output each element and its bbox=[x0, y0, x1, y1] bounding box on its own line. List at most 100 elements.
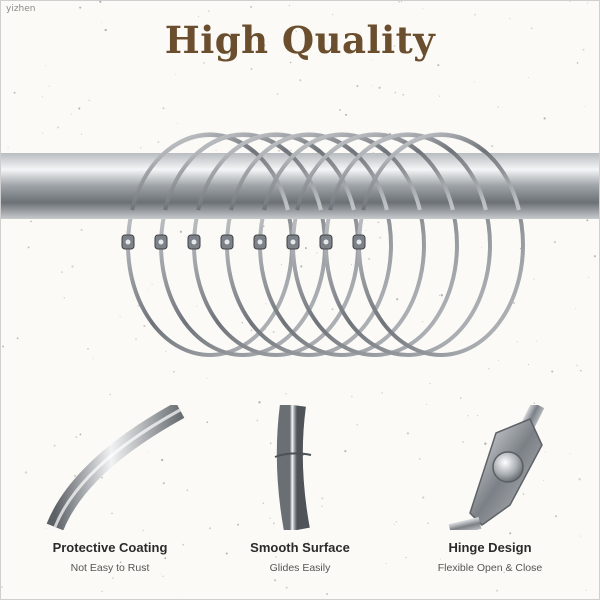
ring-seam-image bbox=[274, 405, 312, 530]
speckle-dot bbox=[162, 107, 165, 110]
speckle-dot bbox=[392, 4, 394, 6]
feature-smooth-surface: Smooth Surface Glides Easily bbox=[200, 540, 400, 574]
speckle-dot bbox=[179, 230, 183, 233]
speckle-dot bbox=[41, 96, 43, 98]
speckle-dot bbox=[2, 345, 5, 348]
watermark: yizhen bbox=[6, 4, 36, 14]
speckle-dot bbox=[533, 402, 536, 404]
speckle-dot bbox=[569, 453, 571, 455]
speckle-dot bbox=[400, 1, 403, 3]
speckle-dot bbox=[53, 444, 56, 447]
speckle-dot bbox=[273, 579, 277, 582]
speckle-dot bbox=[356, 85, 359, 87]
speckle-dot bbox=[164, 557, 167, 560]
speckle-dot bbox=[274, 137, 276, 139]
speckle-dot bbox=[462, 440, 465, 443]
speckle-dot bbox=[351, 395, 353, 398]
speckle-dot bbox=[512, 301, 515, 305]
speckle-dot bbox=[276, 93, 279, 95]
speckle-dot bbox=[418, 458, 421, 460]
speckle-dot bbox=[250, 6, 252, 8]
speckle-dot bbox=[527, 364, 530, 366]
speckle-dot bbox=[161, 458, 164, 462]
speckle-dot bbox=[299, 79, 302, 82]
speckle-dot bbox=[78, 107, 81, 110]
speckle-dot bbox=[79, 6, 82, 9]
speckle-dot bbox=[257, 551, 259, 553]
feature-protective-coating: Protective Coating Not Easy to Rust bbox=[10, 540, 210, 574]
speckle-dot bbox=[176, 122, 178, 124]
speckle-dot bbox=[576, 62, 579, 64]
speckle-dot bbox=[258, 401, 261, 404]
speckle-dot bbox=[186, 489, 189, 491]
speckle-dot bbox=[165, 350, 167, 352]
speckle-dot bbox=[80, 228, 83, 232]
speckle-dot bbox=[135, 338, 137, 341]
speckle-dot bbox=[79, 433, 82, 436]
speckle-dot bbox=[519, 247, 522, 250]
speckle-dot bbox=[143, 568, 145, 570]
speckle-dot bbox=[208, 10, 210, 12]
speckle-dot bbox=[344, 449, 347, 453]
feature-title: Hinge Design bbox=[448, 540, 532, 555]
speckle-dot bbox=[265, 303, 267, 305]
feature-subtitle: Not Easy to Rust bbox=[70, 562, 150, 574]
speckle-dot bbox=[206, 377, 208, 379]
speckle-dot bbox=[104, 28, 107, 32]
speckle-dot bbox=[92, 358, 94, 360]
speckle-dot bbox=[543, 117, 546, 120]
speckle-dot bbox=[45, 65, 47, 67]
speckle-dot bbox=[203, 61, 205, 64]
speckle-dot bbox=[162, 575, 164, 578]
speckle-dot bbox=[422, 8, 424, 10]
speckle-dot bbox=[497, 106, 499, 108]
hinge-rivet bbox=[158, 239, 164, 245]
speckle-dot bbox=[295, 30, 298, 32]
speckle-dot bbox=[7, 146, 9, 148]
page-title: High Quality bbox=[164, 18, 436, 62]
speckle-dot bbox=[280, 263, 283, 266]
speckle-dot bbox=[316, 565, 318, 567]
speckle-dot bbox=[503, 571, 505, 574]
speckle-dot bbox=[394, 91, 397, 94]
curtain-ring-top bbox=[361, 132, 521, 211]
speckle-dot bbox=[73, 474, 77, 478]
feature-title: Protective Coating bbox=[52, 540, 168, 555]
speckle-dot bbox=[481, 246, 483, 248]
speckle-dot bbox=[80, 133, 83, 136]
speckle-dot bbox=[257, 39, 259, 41]
speckle-dot bbox=[440, 294, 443, 297]
speckle-dot bbox=[377, 221, 379, 224]
hinge-image bbox=[448, 405, 545, 530]
speckle-dot bbox=[406, 432, 410, 435]
feature-title: Smooth Surface bbox=[250, 540, 350, 555]
speckle-dot bbox=[371, 59, 373, 61]
speckle-dot bbox=[272, 330, 275, 334]
speckle-dot bbox=[24, 471, 28, 474]
speckle-dot bbox=[56, 126, 60, 129]
speckle-dot bbox=[586, 219, 589, 222]
speckle-dot bbox=[422, 496, 425, 499]
speckle-dot bbox=[87, 347, 89, 350]
hinge-rivet bbox=[191, 239, 197, 245]
speckle-dot bbox=[290, 149, 292, 152]
speckle-dot bbox=[119, 561, 122, 564]
speckle-dot bbox=[439, 95, 441, 97]
speckle-dot bbox=[533, 278, 535, 280]
speckle-dot bbox=[42, 132, 44, 134]
speckle-dot bbox=[576, 364, 578, 367]
speckle-dot bbox=[439, 558, 441, 560]
speckle-dot bbox=[580, 535, 582, 537]
speckle-dot bbox=[1, 586, 4, 588]
hinge-rivet bbox=[356, 239, 362, 245]
speckle-dot bbox=[467, 415, 469, 417]
speckle-dot bbox=[151, 284, 153, 285]
speckle-dot bbox=[496, 589, 499, 592]
speckle-dot bbox=[459, 397, 462, 399]
speckle-dot bbox=[215, 149, 217, 151]
speckle-dot bbox=[530, 27, 533, 30]
speckle-dot bbox=[586, 2, 588, 4]
speckle-dot bbox=[477, 415, 479, 416]
curtain-ring-top bbox=[262, 132, 422, 211]
speckle-dot bbox=[385, 563, 387, 564]
